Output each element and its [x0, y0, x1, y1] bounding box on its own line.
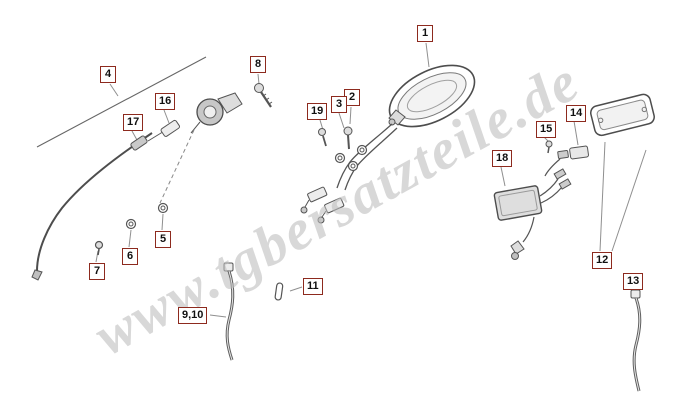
part-label-15: 15 [536, 121, 557, 138]
part-label-11: 11 [303, 278, 323, 295]
part-fasteners-5-6-7 [94, 129, 195, 256]
leader-lines [95, 42, 647, 318]
part-screw-15 [545, 140, 553, 154]
part-label-8: 8 [250, 56, 266, 73]
part-label-16: 16 [155, 93, 176, 110]
part-bolt-8 [254, 83, 273, 108]
part-label-18: 18 [492, 150, 513, 167]
part-lens-12 [589, 93, 655, 137]
part-tail-light [300, 64, 476, 224]
part-label-6: 6 [122, 248, 138, 265]
part-label-5: 5 [155, 231, 171, 248]
part-label-3: 3 [331, 96, 347, 113]
part-relay-18 [493, 168, 572, 260]
part-label-4: 4 [100, 66, 116, 83]
part-label-9-10: 9,10 [178, 307, 208, 324]
part-label-14: 14 [566, 105, 587, 122]
part-pin-11 [274, 282, 284, 301]
part-label-1: 1 [417, 25, 433, 42]
part-label-12: 12 [592, 252, 613, 269]
part-speedometer-drive [190, 92, 243, 134]
part-label-7: 7 [89, 263, 105, 280]
part-label-13: 13 [623, 273, 644, 290]
part-speedometer-cable [31, 56, 207, 281]
part-label-19: 19 [307, 103, 328, 120]
part-label-17: 17 [123, 114, 144, 131]
part-cable-tie-13 [630, 289, 642, 392]
part-fasteners-2-3-19 [318, 126, 368, 172]
part-cable-tie-9-10 [223, 262, 235, 361]
part-connector-14 [544, 145, 589, 177]
